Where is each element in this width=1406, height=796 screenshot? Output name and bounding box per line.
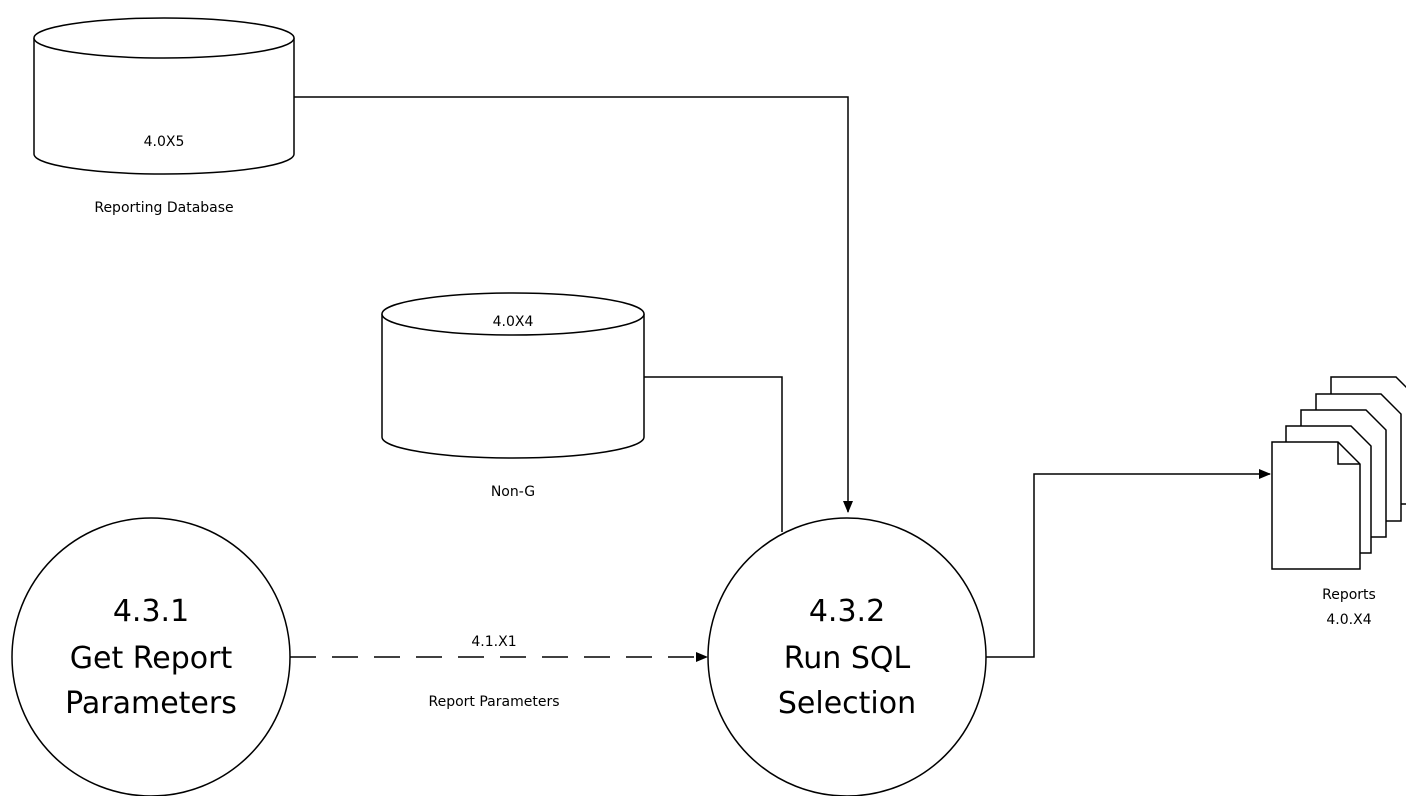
reports-document-stack-icon[interactable] (1271, 376, 1406, 570)
flow-reporting-database-to-run-sql (294, 96, 853, 513)
process-get-report-parameters[interactable]: 4.3.1 Get Report Parameters (11, 517, 291, 796)
datastore-label: Non-G (491, 484, 535, 500)
datastore-non-g[interactable]: 4.0X4 (381, 292, 645, 459)
flow-run-sql-to-reports (986, 469, 1271, 658)
datastore-label: Reporting Database (94, 200, 233, 216)
flow-id-label: 4.1.X1 (471, 634, 516, 650)
datastore-id: 4.0X4 (493, 314, 534, 330)
flow-non-g-to-run-sql (644, 376, 783, 532)
process-number: 4.3.2 (809, 594, 885, 629)
process-title-line1: Run SQL (784, 641, 911, 676)
reports-id-label: 4.0.X4 (1326, 612, 1371, 628)
datastore-id: 4.0X5 (144, 134, 185, 150)
process-number: 4.3.1 (113, 594, 189, 629)
reports-label: Reports (1322, 587, 1376, 603)
flow-name-label: Report Parameters (429, 694, 560, 710)
process-title-line1: Get Report (70, 641, 233, 676)
datastore-reporting-database[interactable]: 4.0X5 (33, 17, 295, 175)
process-run-sql-selection[interactable]: 4.3.2 Run SQL Selection (707, 517, 987, 796)
process-title-line2: Parameters (65, 686, 237, 721)
process-title-line2: Selection (778, 686, 916, 721)
